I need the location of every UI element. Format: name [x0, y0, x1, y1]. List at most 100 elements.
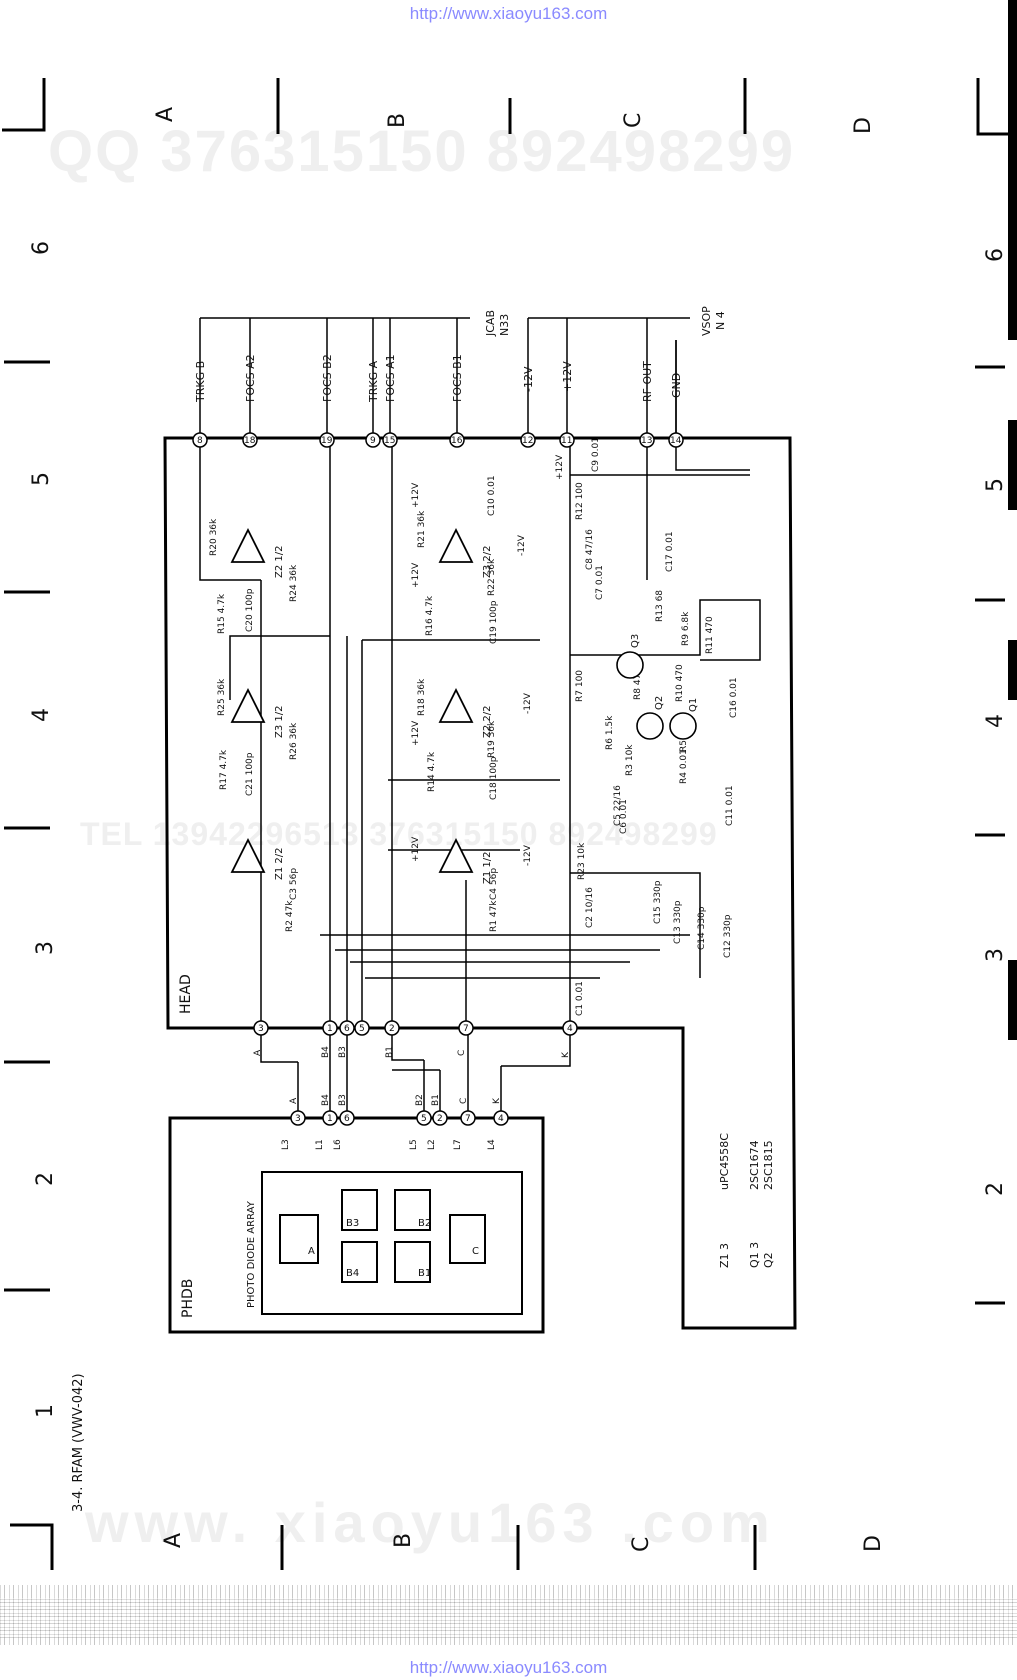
parts-ref-q2: Q2: [762, 1252, 775, 1268]
inductor-l6: L6: [333, 1139, 343, 1150]
photo-diode-array-label: PHOTO DIODE ARRAY: [246, 1200, 257, 1308]
capacitor-c4: C4 56p: [489, 868, 499, 900]
capacitor-c16: C16 0.01: [729, 677, 739, 718]
supply-minus-12v-2: -12V: [523, 692, 533, 714]
diagram-title: 3-4. RFAM (VWV-042): [71, 1373, 86, 1512]
resistor-r6: R6 1.5k: [605, 715, 615, 750]
line-letter-b3: B3: [338, 1046, 348, 1058]
capacitor-c12: C12 330p: [723, 914, 733, 958]
inductor-l4: L4: [487, 1139, 497, 1150]
opamp-z1-1-2: Z1 1/2: [482, 852, 493, 885]
head-pin-11: 11: [561, 436, 572, 446]
resistor-r22: R22 36k: [487, 558, 497, 596]
signal-focs-a1: FOCS A1: [384, 354, 397, 402]
head-pin-9: 9: [370, 436, 376, 446]
phdb-letter-b1: B1: [431, 1094, 441, 1106]
resistor-r24: R24 36k: [289, 564, 299, 602]
diode-label-b2: B2: [418, 1218, 431, 1229]
phdb-pin-3: 3: [295, 1114, 301, 1124]
parts-part-q2: 2SC1815: [762, 1140, 775, 1190]
phdb-pin-7: 7: [465, 1114, 471, 1124]
supply-minus-12v-3: -12V: [523, 844, 533, 866]
grid-col-c-top: C: [621, 113, 646, 128]
resistor-r12: R12 100: [575, 482, 585, 520]
line-letter-b1: B1: [385, 1046, 395, 1058]
header-url[interactable]: http://www.xiaoyu163.com: [409, 4, 608, 23]
grid-row-5-left: 5: [29, 472, 54, 486]
photo-diode-boxes: [279, 1189, 486, 1283]
parts-part-z1: uPC4558C: [718, 1133, 731, 1190]
phdb-pin-1: 1: [327, 1114, 333, 1124]
capacitor-c18: C18 100p: [489, 756, 499, 800]
watermark-qq: QQ 376315150 892498299: [48, 119, 796, 184]
head-pin-19: 19: [321, 436, 333, 446]
head-left-pin-2: 2: [389, 1024, 395, 1034]
capacitor-c1: C1 0.01: [575, 981, 585, 1016]
phdb-pin-5: 5: [421, 1114, 427, 1124]
supply-plus-12v-1: +12V: [411, 482, 421, 508]
phdb-pin-6: 6: [344, 1114, 350, 1124]
grid-row-2-left: 2: [33, 1172, 58, 1186]
resistor-r13: R13 68: [655, 590, 665, 622]
diode-label-c: C: [472, 1246, 479, 1257]
opamp-z1-2-2: Z1 2/2: [274, 848, 285, 881]
capacitor-c3: C3 56p: [289, 868, 299, 900]
parts-ref-q1: Q1 3: [748, 1242, 761, 1268]
inductor-l3: L3: [281, 1139, 291, 1150]
head-left-pin-5: 5: [359, 1024, 365, 1034]
phdb-letter-b3: B3: [338, 1094, 348, 1106]
head-pin-12: 12: [522, 436, 533, 446]
capacitor-c14: C14 330p: [697, 906, 707, 950]
resistor-r11: R11 470: [705, 616, 715, 654]
resistor-r26: R26 36k: [289, 722, 299, 760]
grid-row-6-left: 6: [29, 241, 54, 255]
head-left-pin-6: 6: [344, 1024, 350, 1034]
signal-focs-b1: FOCS B1: [451, 354, 464, 402]
capacitor-c13: C13 330p: [673, 900, 683, 944]
inductor-l2: L2: [427, 1139, 437, 1150]
diode-label-b4: B4: [346, 1268, 359, 1279]
capacitor-c20: C20 100p: [245, 588, 255, 632]
resistor-r1: R1 47k: [489, 900, 499, 932]
signal-minus-12v: -12V: [522, 366, 535, 392]
diode-label-a: A: [308, 1246, 315, 1257]
grid-row-4-right: 4: [983, 714, 1008, 728]
connector-n4: N 4: [714, 311, 727, 330]
resistor-r4: R4 0.01: [679, 749, 689, 784]
phdb-pins: [290, 1110, 509, 1126]
grid-col-d-bottom: D: [861, 1535, 886, 1552]
head-left-pin-4: 4: [567, 1024, 573, 1034]
signal-rf-out: RF OUT: [641, 361, 654, 402]
phdb-board-outline: [168, 1116, 545, 1334]
grid-col-a-bottom: A: [161, 1533, 186, 1548]
resistor-r15: R15 4.7k: [217, 593, 227, 634]
capacitor-c17: C17 0.01: [665, 531, 675, 572]
opamp-z3-2-2: Z3 2/2: [482, 546, 493, 579]
head-pin-13: 13: [641, 436, 652, 446]
resistor-r23: R23 10k: [577, 842, 587, 880]
capacitor-c5: C5 22/16: [613, 785, 623, 826]
phdb-letter-k: K: [492, 1097, 502, 1104]
diode-label-b3: B3: [346, 1218, 359, 1229]
grid-row-1-left: 1: [33, 1404, 58, 1418]
capacitor-c8: C8 47/16: [585, 529, 595, 570]
phdb-pin-2: 2: [437, 1114, 443, 1124]
bus-lines: [199, 317, 761, 1118]
supply-minus-12v-1: -12V: [517, 534, 527, 556]
parts-ref-z1: Z1 3: [718, 1243, 731, 1268]
signal-trkg-a: TRKG A: [367, 360, 380, 403]
inductor-l1: L1: [315, 1139, 325, 1150]
grid-row-6-right: 6: [983, 248, 1008, 262]
connector-vsop: VSOP: [700, 306, 713, 336]
footer-url[interactable]: http://www.xiaoyu163.com: [409, 1658, 608, 1677]
signal-focs-b2: FOCS B2: [321, 354, 334, 402]
capacitor-c15: C15 330p: [653, 880, 663, 924]
phdb-letter-b2: B2: [415, 1094, 425, 1106]
connector-n33: N33: [498, 314, 511, 336]
grid-col-b-bottom: B: [391, 1533, 416, 1548]
signal-gnd: GND: [670, 373, 683, 398]
diode-label-b1: B1: [418, 1268, 431, 1279]
capacitor-c6: C6 0.01: [619, 799, 629, 834]
phdb-letter-a: A: [289, 1097, 299, 1104]
grid-col-b-top: B: [385, 113, 410, 128]
